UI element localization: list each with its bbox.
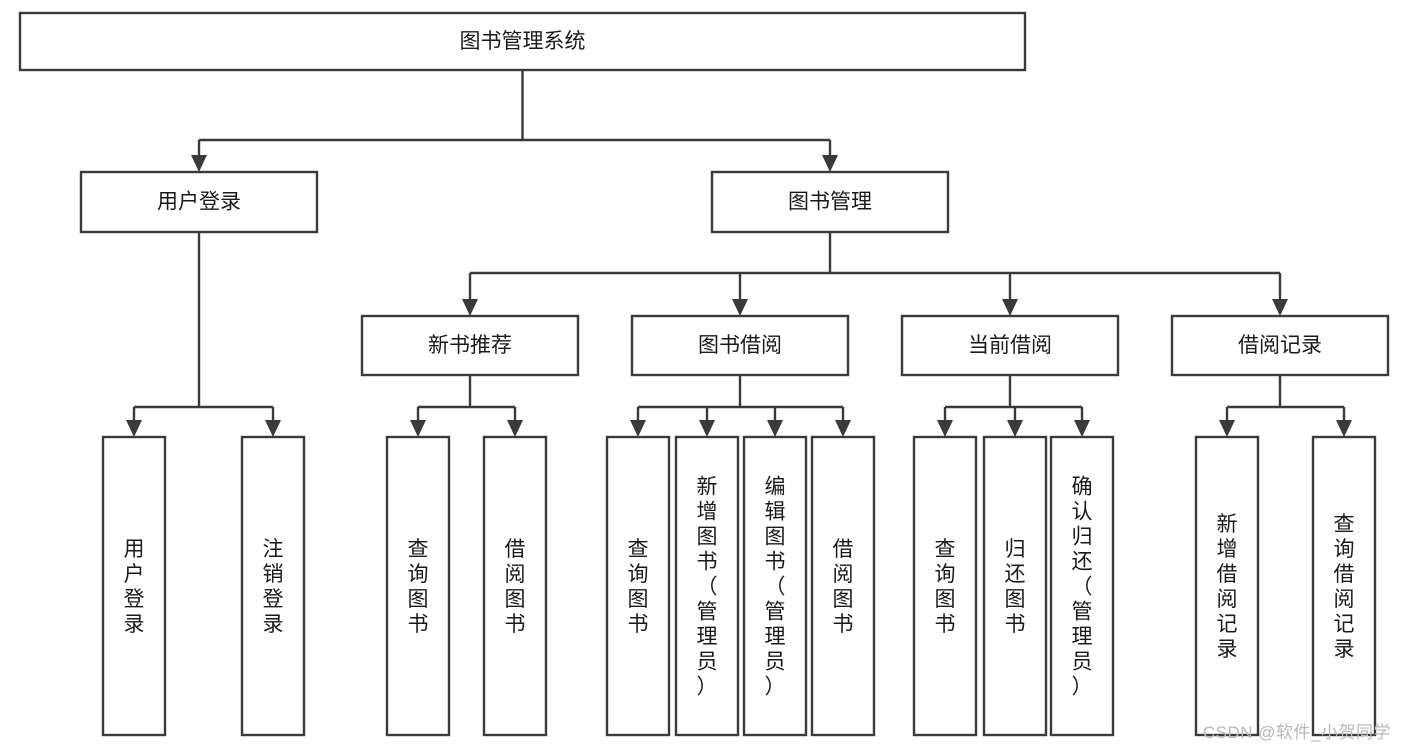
node-leaf-leaf-query-book-1[interactable]: 查询图书 [385, 435, 451, 737]
node-label: 图书借阅 [698, 334, 782, 357]
arrow-head-icon [1219, 420, 1235, 437]
arrow-head-icon [410, 420, 426, 437]
arrow-head-icon [462, 299, 478, 316]
node-label: 借阅记录 [1238, 334, 1322, 357]
node-label: 借阅图书 [505, 538, 526, 636]
node-label: 查询图书 [628, 538, 649, 636]
node-leaf-leaf-query-record[interactable]: 查询借阅记录 [1311, 435, 1377, 737]
node-label: 当前借阅 [968, 334, 1052, 357]
node-layer: 图书管理系统用户登录图书管理新书推荐图书借阅当前借阅借阅记录用户登录注销登录查询… [18, 11, 1390, 737]
node-leaf-leaf-query-book-2[interactable]: 查询图书 [605, 435, 671, 737]
node-label: 新增图书（管理员） [697, 476, 718, 699]
node-leaf-leaf-edit-book[interactable]: 编辑图书（管理员） [742, 435, 808, 737]
node-label: 确认归还（管理员） [1072, 476, 1093, 699]
node-leaf-leaf-user-logout[interactable]: 注销登录 [240, 435, 306, 737]
node-l2-book-manage[interactable]: 图书管理 [710, 170, 950, 234]
arrow-head-icon [699, 420, 715, 437]
node-leaf-leaf-add-book[interactable]: 新增图书（管理员） [674, 435, 740, 737]
node-root-root[interactable]: 图书管理系统 [18, 11, 1027, 72]
node-leaf-leaf-query-book-3[interactable]: 查询图书 [912, 435, 978, 737]
arrow-head-icon [835, 420, 851, 437]
node-label: 图书管理 [788, 191, 872, 214]
node-label: 查询图书 [935, 538, 956, 636]
arrow-head-icon [732, 299, 748, 316]
node-l3-book-borrow[interactable]: 图书借阅 [630, 314, 850, 377]
arrow-head-icon [1074, 420, 1090, 437]
arrow-head-icon [1272, 299, 1288, 316]
node-label: 查询图书 [408, 538, 429, 636]
arrow-head-icon [1002, 299, 1018, 316]
node-l3-borrow-record[interactable]: 借阅记录 [1170, 314, 1390, 377]
node-label: 查询借阅记录 [1334, 513, 1355, 661]
arrow-head-icon [1336, 420, 1352, 437]
node-label: 用户登录 [124, 538, 145, 636]
node-label: 新增借阅记录 [1217, 513, 1238, 661]
arrow-head-icon [822, 155, 838, 172]
node-leaf-leaf-confirm-return[interactable]: 确认归还（管理员） [1049, 435, 1115, 737]
node-leaf-leaf-borrow-book-2[interactable]: 借阅图书 [810, 435, 876, 737]
node-leaf-leaf-return-book[interactable]: 归还图书 [982, 435, 1048, 737]
node-label: 新书推荐 [428, 334, 512, 357]
node-label: 编辑图书（管理员） [765, 476, 786, 699]
arrow-head-icon [630, 420, 646, 437]
arrow-head-icon [507, 420, 523, 437]
csdn-watermark: CSDN @软件_小贺同学 [1202, 723, 1391, 742]
node-leaf-leaf-user-login[interactable]: 用户登录 [101, 435, 167, 737]
connector-layer [126, 70, 1352, 437]
node-leaf-leaf-borrow-book-1[interactable]: 借阅图书 [482, 435, 548, 737]
arrow-head-icon [191, 155, 207, 172]
node-l2-user-login[interactable]: 用户登录 [79, 170, 319, 234]
node-label: 注销登录 [263, 538, 284, 636]
arrow-head-icon [1007, 420, 1023, 437]
arrow-head-icon [126, 420, 142, 437]
arrow-head-icon [937, 420, 953, 437]
node-l3-new-book-rec[interactable]: 新书推荐 [360, 314, 580, 377]
arrow-head-icon [265, 420, 281, 437]
node-label: 用户登录 [157, 191, 241, 214]
node-label: 归还图书 [1005, 538, 1026, 636]
node-l3-current-borrow[interactable]: 当前借阅 [900, 314, 1120, 377]
node-label: 借阅图书 [833, 538, 854, 636]
node-leaf-leaf-add-record[interactable]: 新增借阅记录 [1194, 435, 1260, 737]
node-label: 图书管理系统 [460, 30, 586, 53]
arrow-head-icon [767, 420, 783, 437]
